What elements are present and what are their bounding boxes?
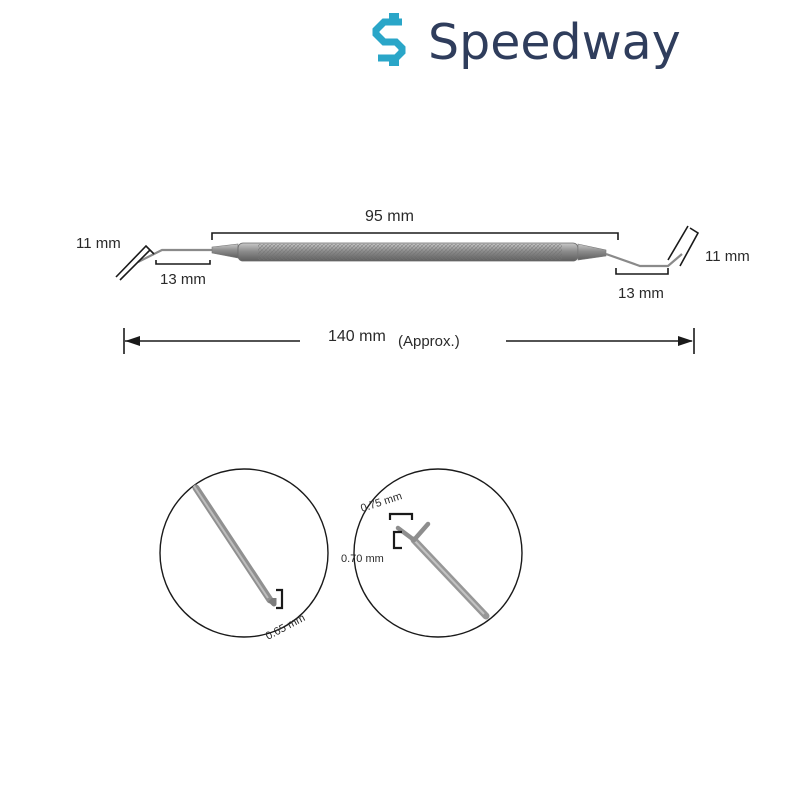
overall-length-label: 140 mm (328, 328, 386, 345)
fork-prong-length-label: 0.70 mm (341, 553, 384, 565)
left-tip-bracket (115, 244, 155, 281)
brand-name: Speedway (428, 14, 681, 71)
hook-size-bracket (276, 588, 284, 610)
fork-gap-bracket (388, 512, 414, 520)
right-tip-bracket (667, 225, 700, 267)
hook-tip-size-label: 0.65 mm (264, 612, 307, 643)
fork-length-bracket (392, 530, 402, 550)
hook-detail: 0.65 mm (159, 468, 329, 643)
handle-length-bracket (211, 232, 619, 240)
hook-tip (268, 598, 277, 607)
hook-detail-circle (159, 468, 329, 638)
right-taper (577, 243, 607, 261)
dimension-labels: 95 mm 11 mm 13 mm 11 mm 13 mm 140 mm (Ap… (76, 208, 750, 350)
instrument-drawing (137, 242, 683, 268)
left-tip (137, 248, 212, 263)
dimension-lines (115, 225, 700, 354)
handle-length-label: 95 mm (365, 208, 414, 225)
fork-detail: 0.75 mm 0.70 mm (341, 468, 523, 638)
handle-knurling (258, 244, 562, 260)
brand-logo: Speedway (372, 13, 681, 71)
overall-length-note: (Approx.) (398, 333, 460, 350)
right-shank-label: 13 mm (618, 285, 664, 302)
right-tip-length-label: 11 mm (705, 248, 750, 265)
left-tip-length-label: 11 mm (76, 235, 121, 252)
fork-detail-circle (353, 468, 523, 638)
fork-prong-gap-label: 0.75 mm (359, 490, 403, 515)
right-shank-bracket (615, 268, 669, 275)
left-taper (211, 243, 239, 259)
hook-rod-highlight (193, 485, 269, 599)
left-shank-label: 13 mm (160, 271, 206, 288)
overall-left-arrow (125, 336, 140, 346)
fork-prong-lower (395, 525, 417, 543)
left-shank-bracket (155, 260, 211, 265)
fork-prong-upper (411, 521, 431, 543)
fork-stem-highlight (411, 537, 485, 615)
overall-right-arrow (678, 336, 693, 346)
right-tip (605, 252, 683, 268)
dimension-arrows (125, 336, 693, 346)
dollar-logo-icon (372, 13, 406, 66)
